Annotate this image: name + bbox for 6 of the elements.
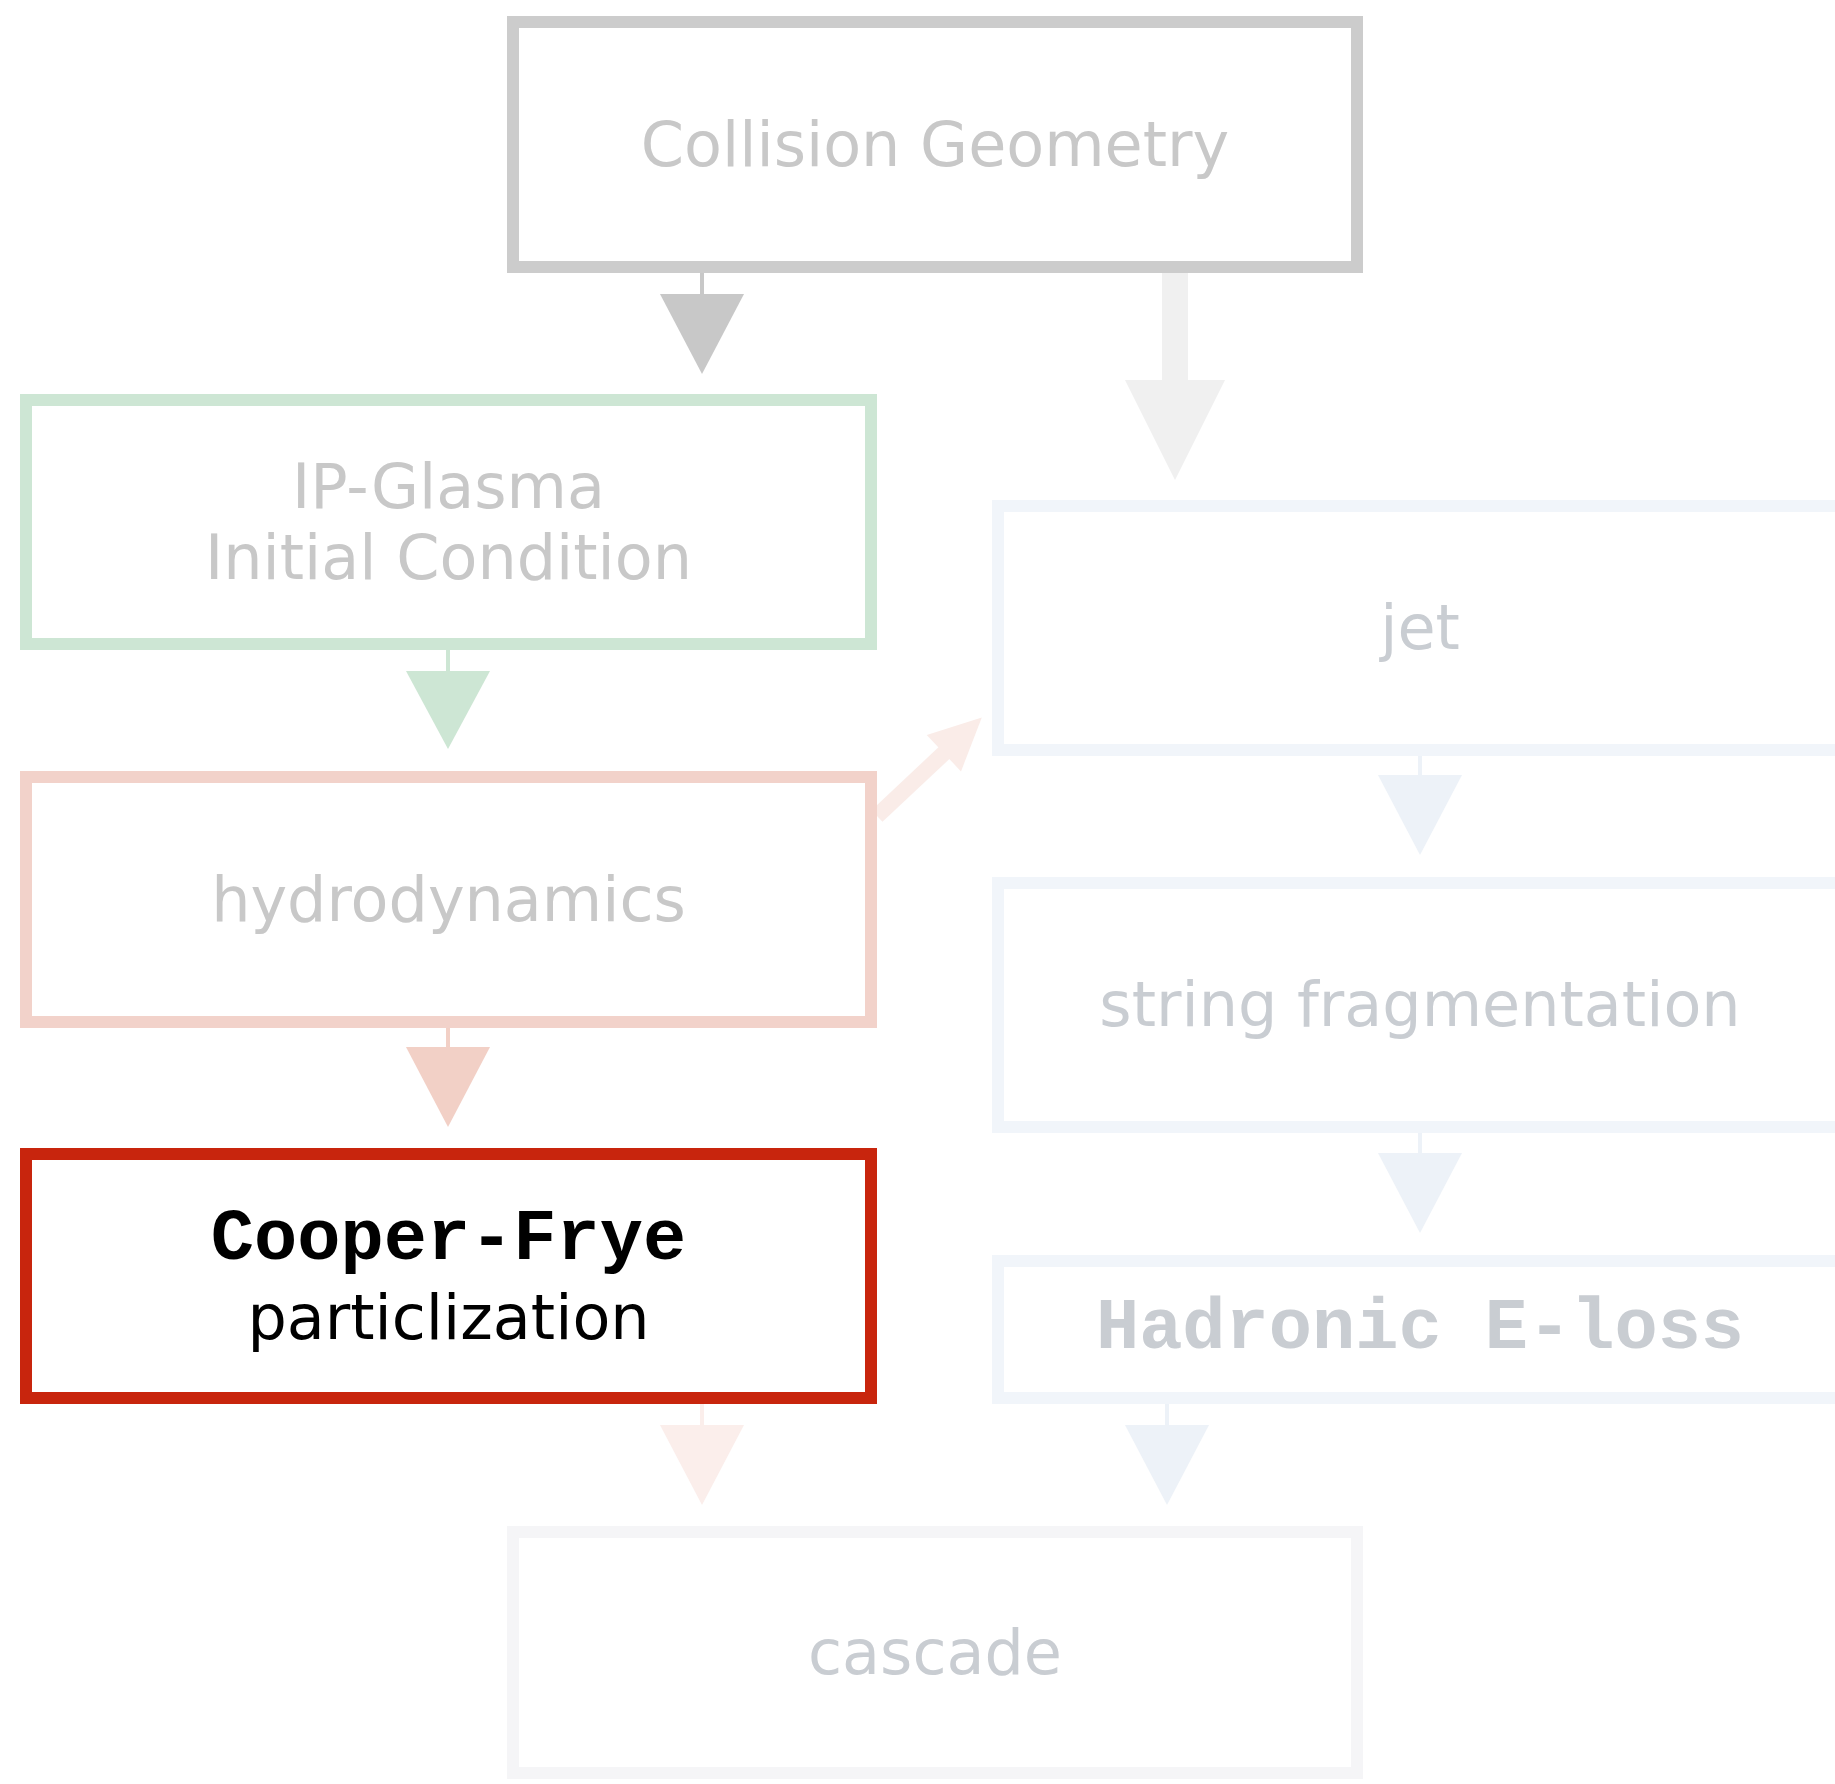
process-box — [20, 771, 877, 1028]
process-box — [20, 1148, 877, 1404]
box-title: Cooper-Frye — [210, 1198, 687, 1282]
process-box — [20, 394, 877, 650]
process-box — [507, 16, 1363, 273]
box-label: particlization — [247, 1281, 650, 1354]
